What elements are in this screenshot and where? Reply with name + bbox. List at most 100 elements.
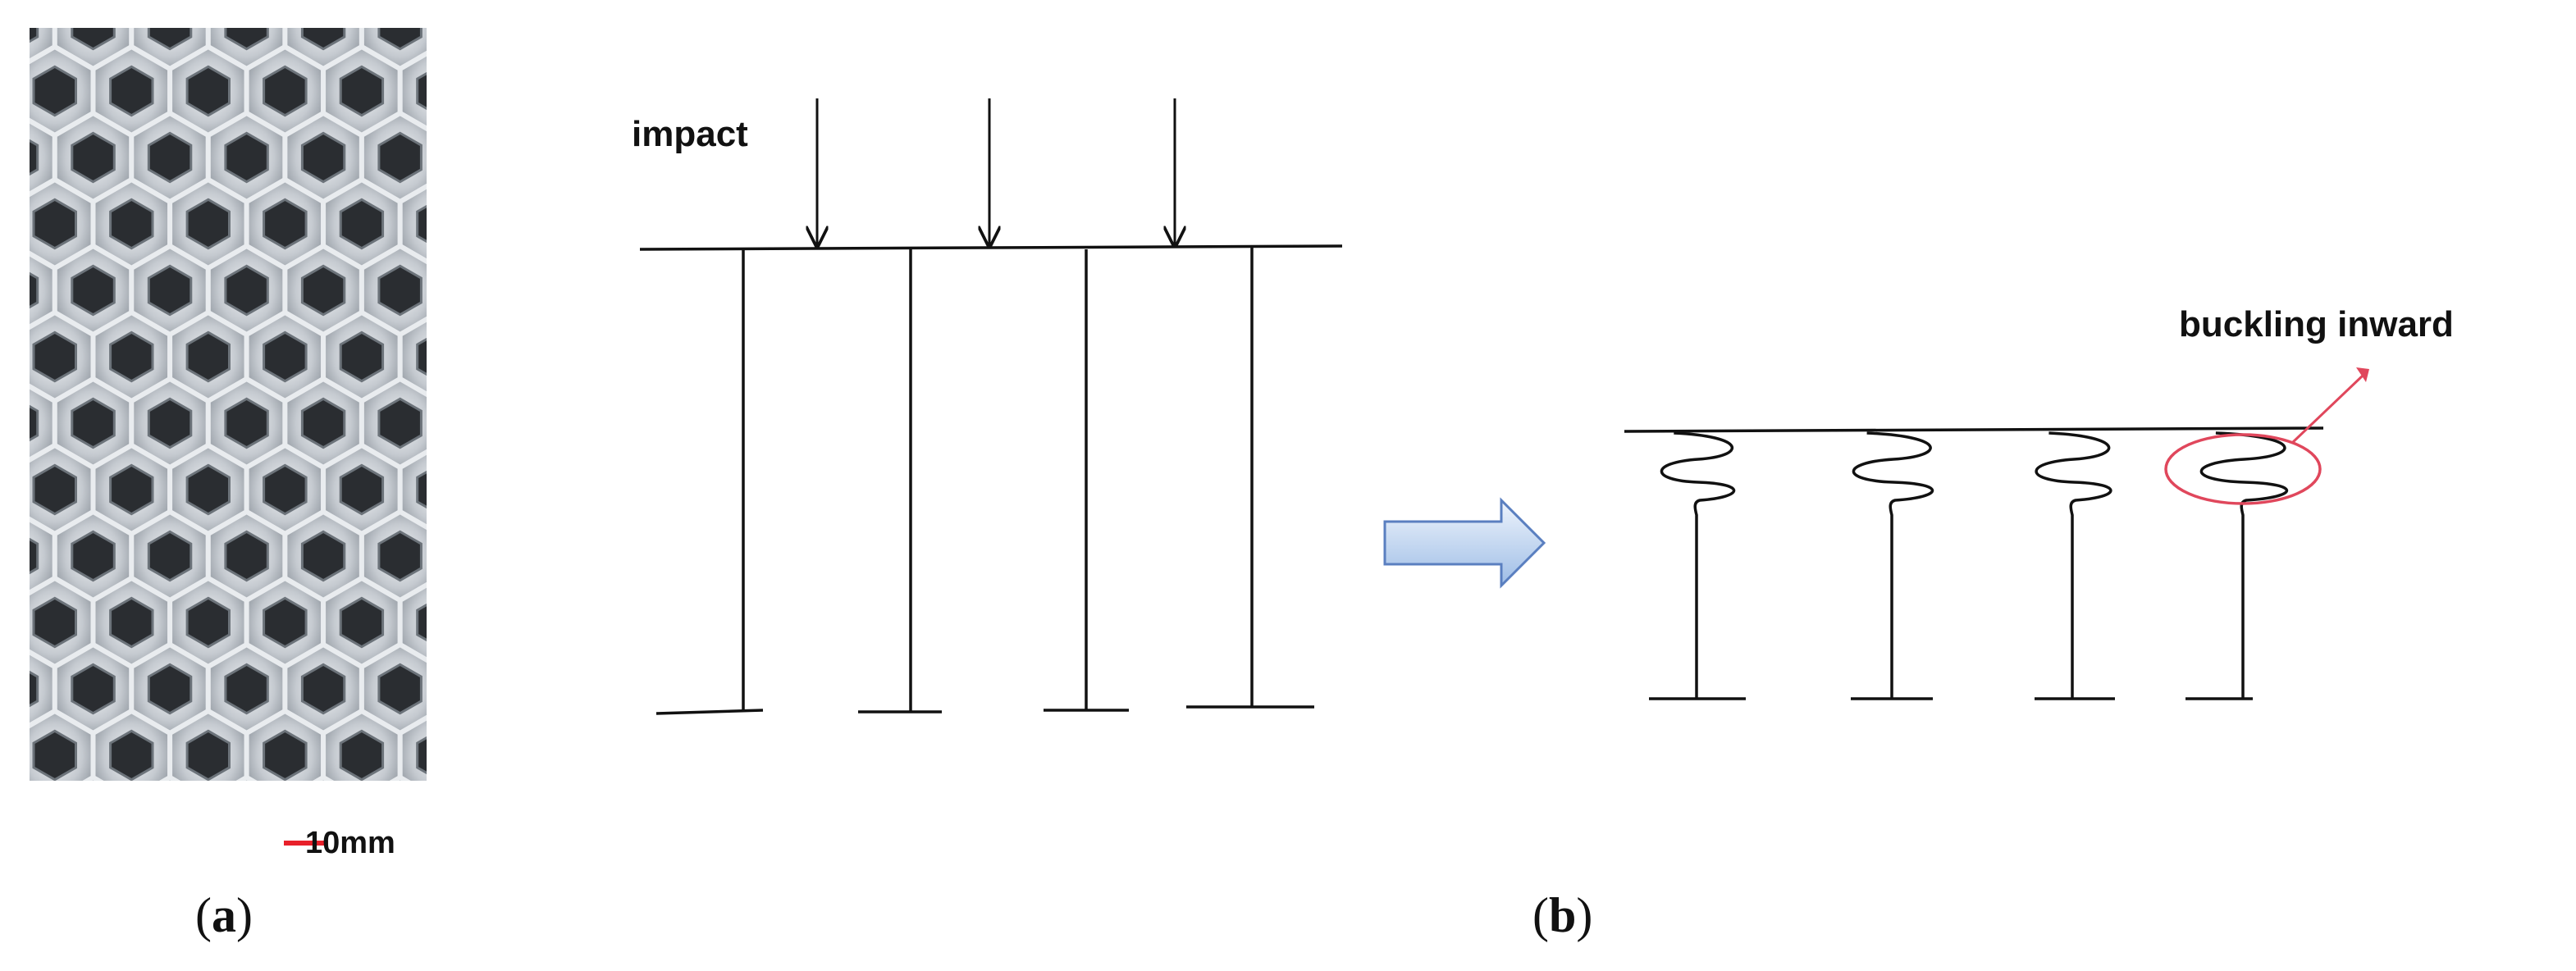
honeycomb-cell-hole xyxy=(30,271,39,309)
honeycomb-cell-hole xyxy=(185,596,231,649)
honeycomb-cell-hole xyxy=(416,603,427,642)
honeycomb-cell-hole xyxy=(264,864,307,912)
honeycomb-cell-hole xyxy=(416,736,427,775)
honeycomb-cell-wall xyxy=(397,183,427,265)
honeycomb-cell-hole xyxy=(226,797,267,846)
honeycomb-cell-hole xyxy=(30,670,39,708)
honeycomb-cell-hole xyxy=(300,397,346,449)
annotation-label: buckling inward xyxy=(2179,304,2454,344)
honeycomb-cell-wall xyxy=(313,774,335,781)
honeycomb-cell-hole xyxy=(185,729,231,781)
honeycomb-cell-hole xyxy=(300,131,346,184)
honeycomb-cell-hole xyxy=(185,65,231,117)
caption-b: (b) xyxy=(1532,888,1592,942)
honeycomb-cell-wall xyxy=(397,449,427,531)
caption-a-letter: a xyxy=(212,888,236,942)
caption-a: (a) xyxy=(195,888,253,942)
honeycomb-cell-hole xyxy=(32,65,77,117)
honeycomb-cell-hole xyxy=(30,28,39,43)
honeycomb-cell-hole xyxy=(377,264,422,317)
honeycomb-cell-wall xyxy=(159,774,181,781)
honeycomb-cell-hole xyxy=(147,131,193,184)
honeycomb-cell-hole xyxy=(377,28,422,51)
honeycomb-cell-wall xyxy=(16,844,94,932)
honeycomb-cell-hole xyxy=(377,131,422,184)
annotation-pointer-head xyxy=(2356,367,2369,382)
buckled-structure xyxy=(1624,426,2324,700)
honeycomb-cell-hole xyxy=(147,28,193,51)
honeycomb-cell-hole xyxy=(30,139,39,176)
honeycomb-cell-hole xyxy=(148,797,191,846)
honeycomb-cell-wall xyxy=(397,581,427,663)
buckling-annotation: buckling inward xyxy=(2164,304,2454,505)
honeycomb-cell-hole xyxy=(224,530,269,582)
honeycomb-cell-wall xyxy=(389,774,411,781)
honeycomb-cell-wall xyxy=(397,316,427,398)
honeycomb-cell-wall xyxy=(0,777,55,866)
honeycomb-cell-hole xyxy=(224,397,269,449)
honeycomb-photo xyxy=(0,28,477,932)
honeycomb-cell-hole xyxy=(418,864,459,912)
honeycomb-cell-hole xyxy=(416,470,427,509)
honeycomb-cell-hole xyxy=(377,663,422,715)
annotation-pointer-line xyxy=(2291,374,2364,444)
buckled-cell-wall-2 xyxy=(1852,431,1934,699)
honeycomb-cell-hole xyxy=(416,337,427,376)
honeycomb-cell-hole xyxy=(339,65,385,117)
honeycomb-cell-hole xyxy=(71,397,116,449)
honeycomb-cell-hole xyxy=(34,864,76,912)
buckling-highlight-ellipse xyxy=(2164,433,2322,505)
honeycomb-cell-hole xyxy=(224,131,269,184)
honeycomb-cell-hole xyxy=(111,864,153,912)
honeycomb-cell-hole xyxy=(185,463,231,516)
honeycomb-cell-hole xyxy=(71,530,116,582)
scale-bar: 10mm xyxy=(284,826,395,860)
honeycomb-cell-hole xyxy=(32,198,77,250)
impact-arrows xyxy=(817,98,1175,246)
caption-b-letter: b xyxy=(1549,888,1576,942)
buckled-cell-wall-1 xyxy=(1660,431,1736,699)
honeycomb-cell-hole xyxy=(32,463,77,516)
honeycomb-cell-hole xyxy=(224,663,269,715)
honeycomb-cell-hole xyxy=(300,264,346,317)
honeycomb-cell-hole xyxy=(300,530,346,582)
honeycomb-cell-hole xyxy=(263,331,308,383)
honeycomb-cell-hole xyxy=(0,797,38,846)
buckled-walls xyxy=(1660,431,2288,699)
honeycomb-cell-hole xyxy=(72,797,115,846)
honeycomb-cell-hole xyxy=(339,463,385,516)
honeycomb-cell-wall xyxy=(397,714,427,781)
honeycomb-cell-hole xyxy=(147,530,193,582)
honeycomb-cell-hole xyxy=(185,331,231,383)
honeycomb-cell-hole xyxy=(32,331,77,383)
transition-arrow xyxy=(1383,497,1546,589)
honeycomb-cell-hole xyxy=(147,397,193,449)
honeycomb-cell-hole xyxy=(109,729,154,781)
compressed-top-plate xyxy=(1624,426,2324,433)
honeycomb-cell-hole xyxy=(339,198,385,250)
buckled-cell-wall-4 xyxy=(2199,431,2288,699)
honeycomb-cell-hole xyxy=(263,198,308,250)
honeycomb-cell-hole xyxy=(109,331,154,383)
honeycomb-cell-hole xyxy=(340,864,382,912)
honeycomb-cell-hole xyxy=(71,131,116,184)
honeycomb-cell-hole xyxy=(71,28,116,51)
honeycomb-cell-hole xyxy=(339,729,385,781)
honeycomb-cell-hole xyxy=(109,596,154,649)
honeycomb-cell-hole xyxy=(339,331,385,383)
base-foot-1 xyxy=(655,709,764,715)
honeycomb-cell-hole xyxy=(71,663,116,715)
honeycomb-cell-wall xyxy=(82,774,104,781)
honeycomb-cell-hole xyxy=(263,463,308,516)
honeycomb-cell-hole xyxy=(185,198,231,250)
honeycomb-cell-hole xyxy=(300,28,346,51)
honeycomb-cell-hole xyxy=(416,204,427,244)
buckled-cell-wall-3 xyxy=(2035,431,2112,699)
honeycomb-cell-hole xyxy=(147,663,193,715)
honeycomb-cell-wall xyxy=(235,774,258,781)
honeycomb-cell-hole xyxy=(30,404,39,442)
honeycomb-cell-wall xyxy=(400,844,477,932)
honeycomb-cell-hole xyxy=(263,596,308,649)
